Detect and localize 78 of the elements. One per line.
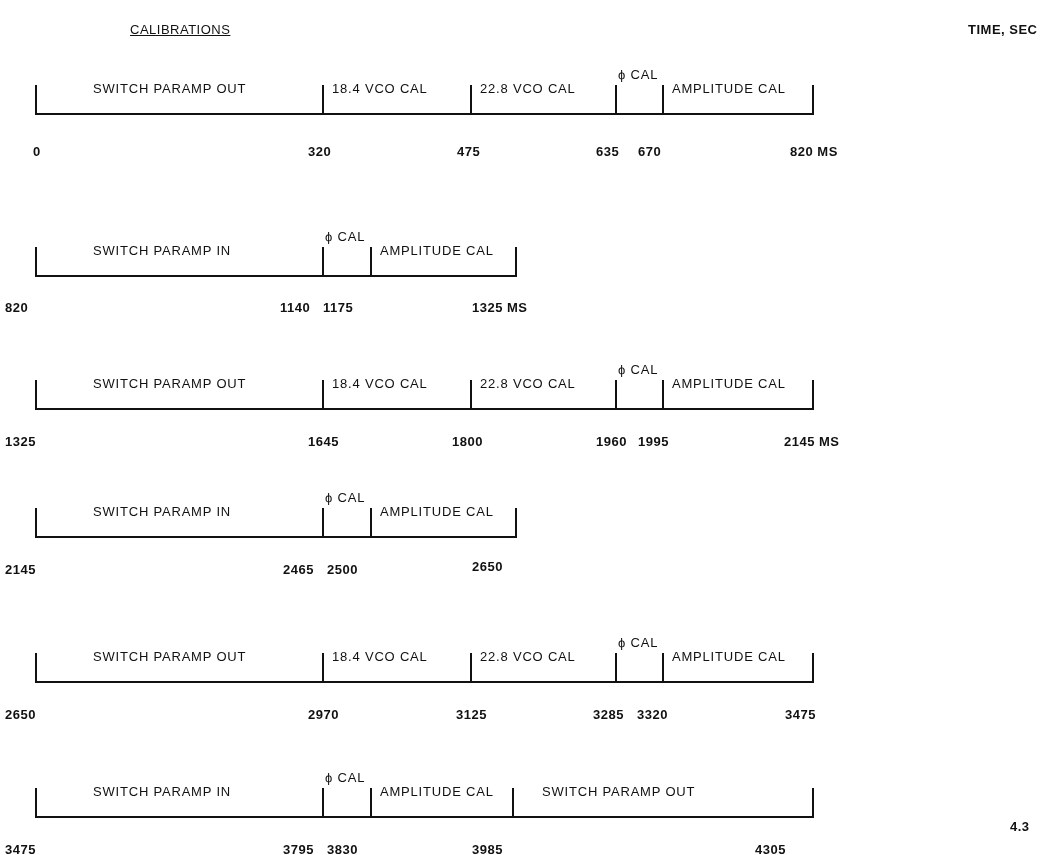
tick-value: 2500 — [327, 562, 358, 578]
timeline-segment — [470, 380, 617, 410]
segment-label: SWITCH PARAMP IN — [93, 505, 232, 519]
timeline-segment — [470, 653, 617, 683]
tick-value: 3125 — [456, 707, 487, 723]
segment-label: ϕ CAL — [325, 491, 367, 505]
timeline-segment — [35, 653, 324, 683]
timeline-segment — [35, 508, 324, 538]
timeline-segment — [35, 85, 324, 115]
tick-value: 3985 — [472, 842, 503, 855]
tick-value: 1325 MS — [472, 300, 528, 316]
timeline-segment — [370, 788, 514, 818]
tick-value: 0 — [33, 144, 41, 160]
timeline-segment — [35, 247, 324, 277]
tick-value: 2145 MS — [784, 434, 840, 450]
timeline-segment — [322, 653, 472, 683]
segment-label: AMPLITUDE CAL — [380, 244, 495, 258]
tick-value: 2465 — [283, 562, 314, 578]
tick-value: 2145 — [5, 562, 36, 578]
tick-value: 1175 — [323, 300, 354, 316]
tick-value: 1645 — [308, 434, 339, 450]
timeline-segment — [470, 85, 617, 115]
tick-value: 820 MS — [790, 144, 838, 160]
tick-value: 635 — [596, 144, 620, 160]
timeline-segment — [35, 380, 324, 410]
timeline-segment — [662, 85, 814, 115]
segment-label: 18.4 VCO CAL — [332, 82, 429, 96]
tick-value: 4305 — [755, 842, 786, 855]
timeline-segment — [35, 788, 324, 818]
segment-label: SWITCH PARAMP IN — [93, 785, 232, 799]
tick-value: 320 — [308, 144, 332, 160]
segment-label: AMPLITUDE CAL — [380, 785, 495, 799]
tick-value: 2970 — [308, 707, 339, 723]
segment-label: ϕ CAL — [325, 230, 367, 244]
segment-label: SWITCH PARAMP OUT — [93, 377, 248, 391]
tick-value: 3475 — [785, 707, 816, 723]
tick-value: 4.3 — [1010, 819, 1030, 835]
tick-value: 2650 — [472, 559, 503, 575]
segment-label: SWITCH PARAMP OUT — [542, 785, 697, 799]
segment-label: SWITCH PARAMP OUT — [93, 82, 248, 96]
timeline-segment — [512, 788, 814, 818]
timeline-segment — [370, 508, 517, 538]
tick-value: 1995 — [638, 434, 669, 450]
timeline-segment — [662, 380, 814, 410]
tick-value: 1960 — [596, 434, 627, 450]
segment-label: SWITCH PARAMP OUT — [93, 650, 248, 664]
segment-label: ϕ CAL — [618, 636, 660, 650]
segment-label: AMPLITUDE CAL — [672, 650, 787, 664]
tick-value: 1800 — [452, 434, 483, 450]
segment-label: 18.4 VCO CAL — [332, 377, 429, 391]
tick-value: 820 — [5, 300, 29, 316]
timeline-segment — [662, 653, 814, 683]
tick-value: 670 — [638, 144, 662, 160]
tick-value: 3795 — [283, 842, 314, 855]
timeline-segment — [322, 380, 472, 410]
segment-label: ϕ CAL — [618, 68, 660, 82]
timeline-segment — [370, 247, 517, 277]
segment-label: 22.8 VCO CAL — [480, 377, 577, 391]
tick-value: 1140 — [280, 300, 311, 316]
segment-label: 22.8 VCO CAL — [480, 82, 577, 96]
timeline-segment — [322, 85, 472, 115]
axis-unit-label: TIME, SEC — [968, 22, 1038, 38]
segment-label: SWITCH PARAMP IN — [93, 244, 232, 258]
segment-label: 22.8 VCO CAL — [480, 650, 577, 664]
segment-label: AMPLITUDE CAL — [380, 505, 495, 519]
tick-value: 475 — [457, 144, 481, 160]
tick-value: 1325 — [5, 434, 36, 450]
tick-value: 3285 — [593, 707, 624, 723]
segment-label: 18.4 VCO CAL — [332, 650, 429, 664]
tick-value: 3830 — [327, 842, 358, 855]
segment-label: ϕ CAL — [618, 363, 660, 377]
segment-label: AMPLITUDE CAL — [672, 82, 787, 96]
segment-label: ϕ CAL — [325, 771, 367, 785]
segment-label: AMPLITUDE CAL — [672, 377, 787, 391]
section-heading: CALIBRATIONS — [130, 22, 231, 38]
tick-value: 2650 — [5, 707, 36, 723]
tick-value: 3320 — [637, 707, 668, 723]
tick-value: 3475 — [5, 842, 36, 855]
